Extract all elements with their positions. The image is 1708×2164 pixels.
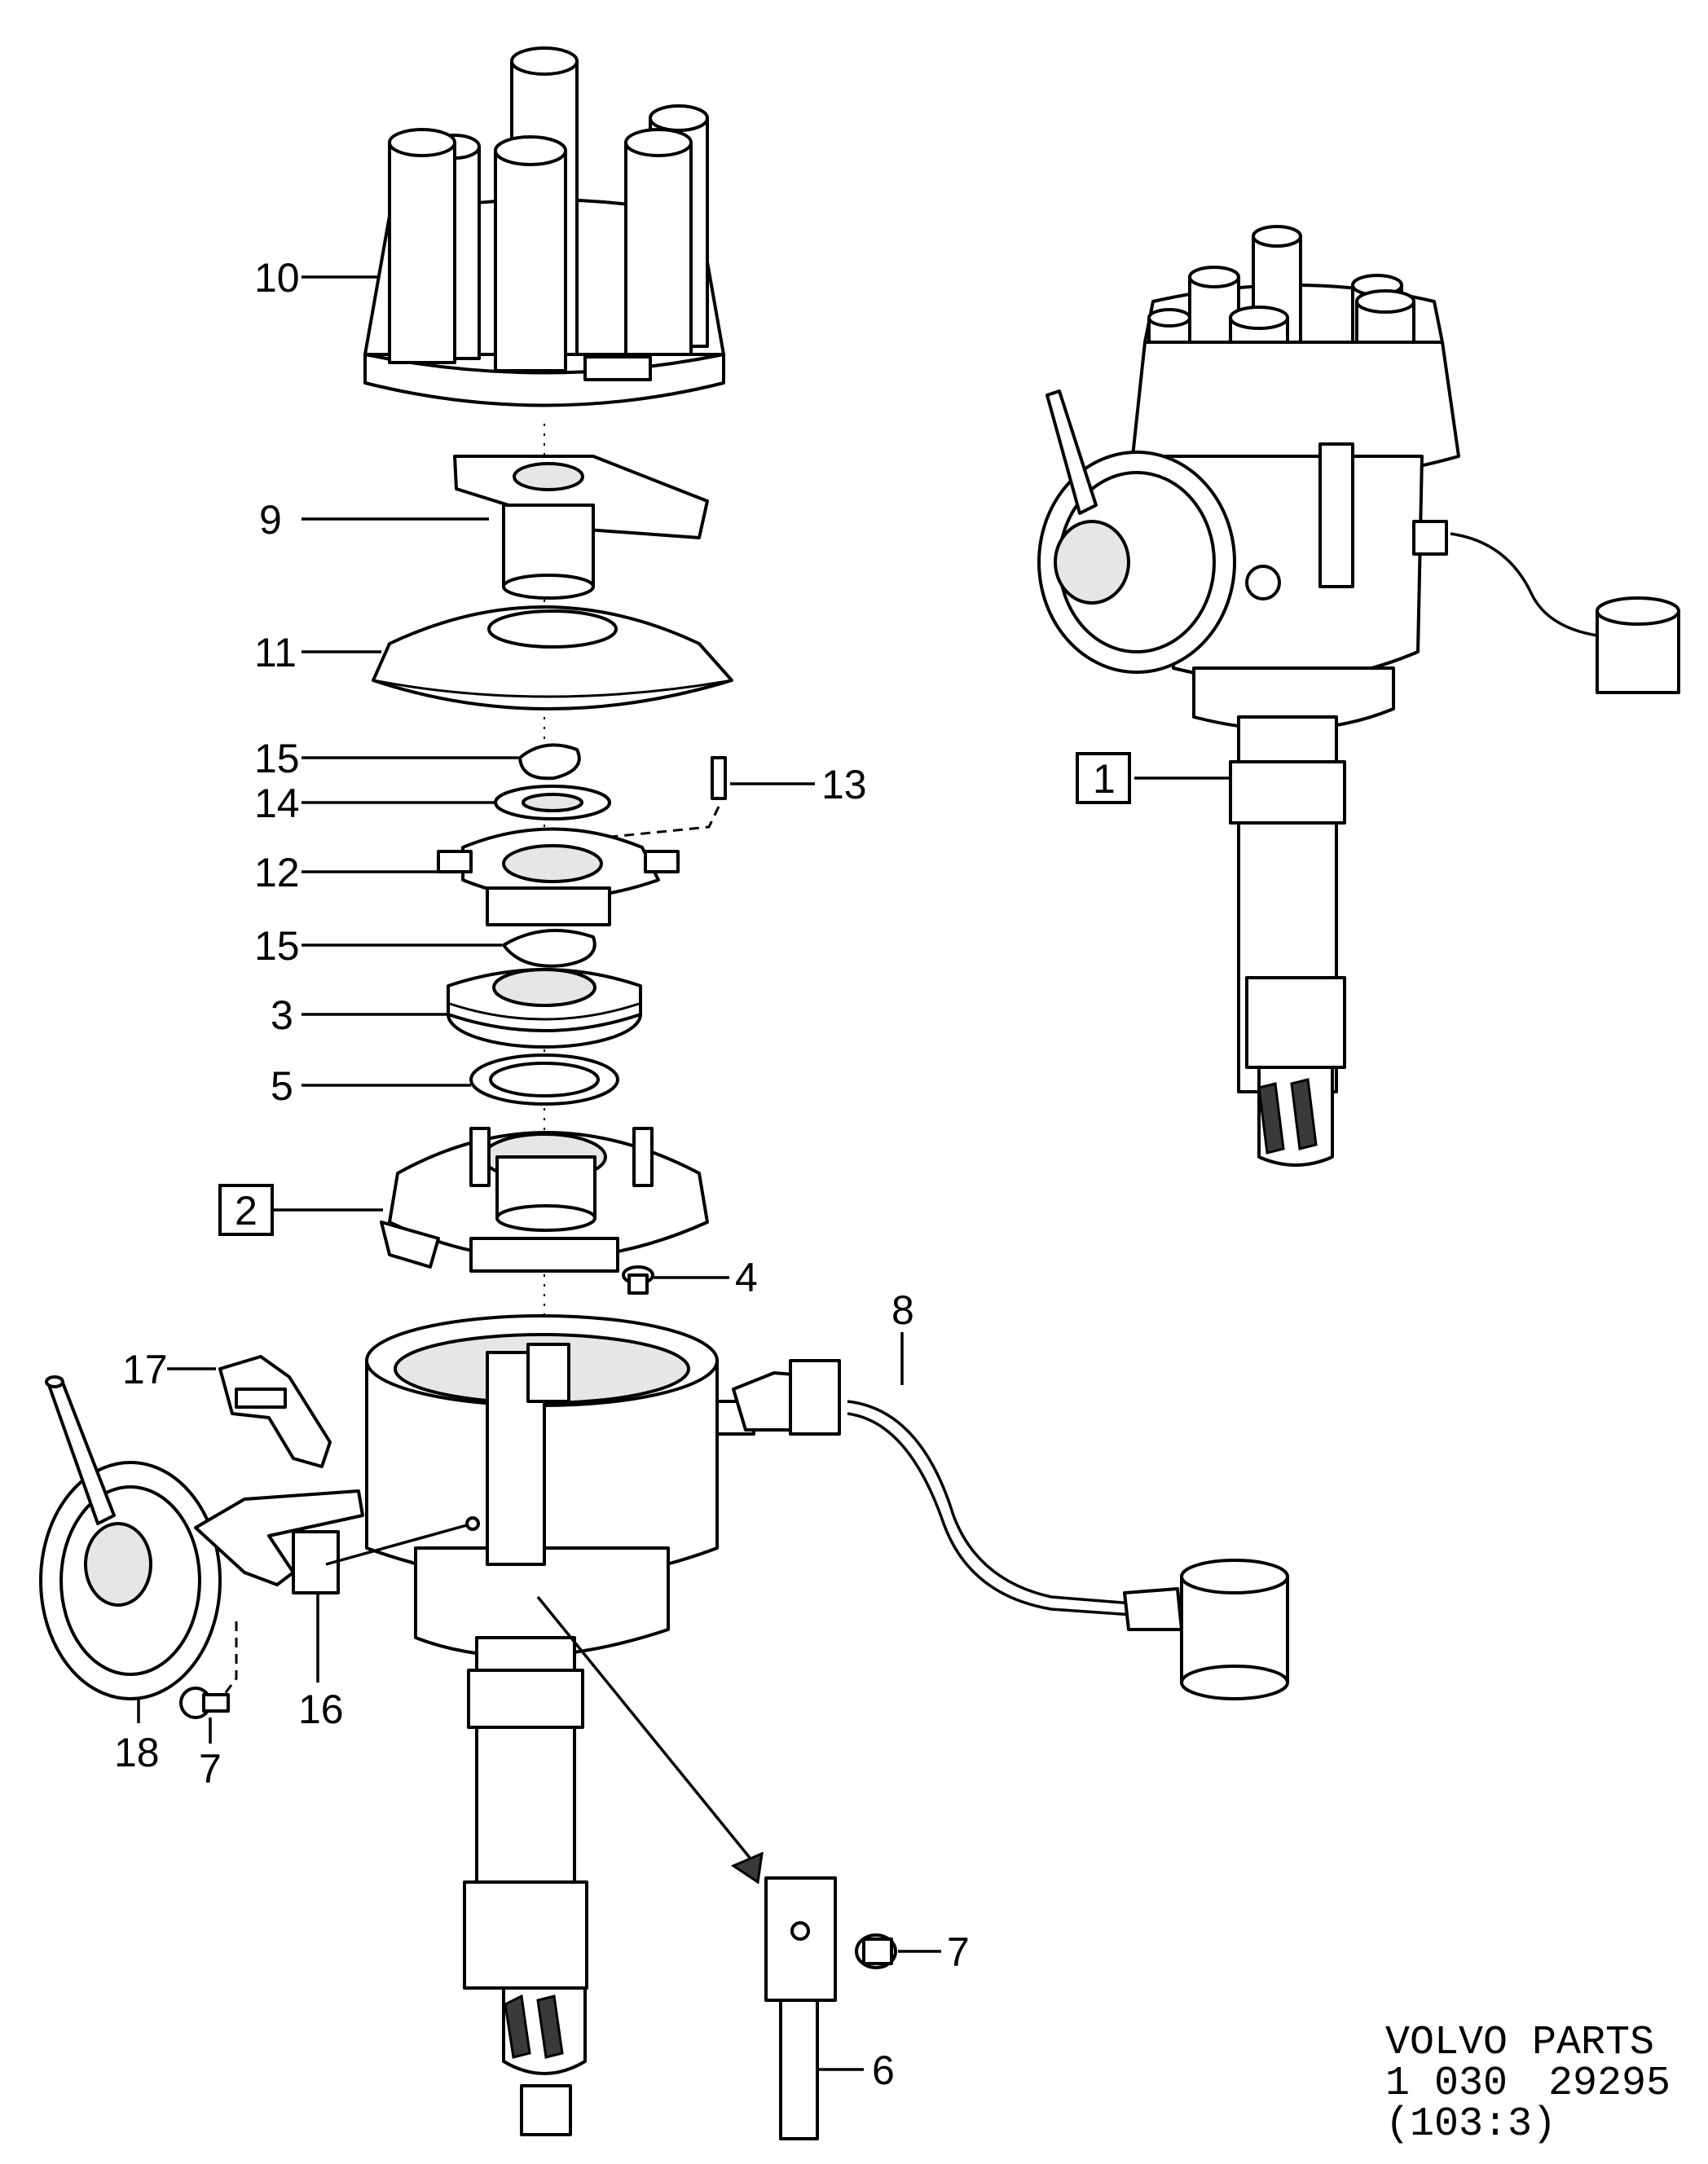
- callout-1: 1: [1093, 756, 1116, 802]
- callout-13: 13: [821, 762, 867, 807]
- vacuum-unit: [39, 1375, 222, 1700]
- circlip-upper: [518, 743, 581, 781]
- bearing: [447, 968, 642, 1049]
- callout-8: 8: [891, 1287, 914, 1333]
- lead-connector: [732, 1359, 1289, 1700]
- screw-7-right: [855, 1933, 897, 1969]
- footer-reference: VOLVO PARTS 1 030 29295 (103:3): [1385, 2020, 1671, 2148]
- washer: [494, 785, 611, 820]
- callout-box-2: [218, 1184, 274, 1236]
- footer-section: (103:3): [1385, 2101, 1556, 2148]
- callout-14: 14: [254, 781, 300, 826]
- callout-9: 9: [259, 497, 282, 543]
- callout-11: 11: [254, 630, 297, 675]
- callout-15-lower: 15: [254, 923, 300, 969]
- callout-4: 4: [735, 1255, 758, 1300]
- callout-10: 10: [254, 255, 300, 301]
- footer-brand: VOLVO PARTS: [1385, 2020, 1654, 2066]
- callout-6: 6: [872, 2047, 895, 2093]
- advance-plate: [380, 1127, 709, 1273]
- callout-12: 12: [254, 850, 300, 895]
- callout-2: 2: [235, 1188, 258, 1234]
- screw-4: [622, 1265, 654, 1295]
- callout-box-1: [1076, 752, 1131, 804]
- assembled-distributor: [1037, 225, 1680, 1167]
- callout-16: 16: [298, 1687, 344, 1732]
- breaker-plate: [437, 827, 680, 926]
- bracket: [536, 1595, 837, 2140]
- footer-code: 1 030: [1385, 2061, 1508, 2107]
- distributor-cap: [363, 46, 725, 407]
- dust-shield: [372, 605, 733, 710]
- callout-5: 5: [271, 1063, 293, 1109]
- callout-7-left: 7: [199, 1746, 222, 1792]
- screw-7-left: [179, 1621, 238, 1719]
- pin: [586, 756, 727, 841]
- footer-number: 29295: [1548, 2061, 1671, 2107]
- callout-3: 3: [271, 992, 293, 1038]
- distributor-housing: [365, 1314, 755, 2136]
- vacuum-link: [194, 1489, 480, 1594]
- circlip-lower: [502, 929, 596, 968]
- clip: [218, 1355, 332, 1468]
- rotor: [453, 455, 709, 600]
- callouts: 10 9 11 15 14 13 12 15 3 5 2 4 8 17 16 1…: [114, 255, 1131, 2093]
- callout-15-upper: 15: [254, 736, 300, 781]
- callout-7-right: 7: [947, 1929, 970, 1975]
- callout-18: 18: [114, 1730, 160, 1775]
- shim-ring: [469, 1053, 619, 1106]
- callout-17: 17: [122, 1347, 168, 1392]
- leader-lines: [137, 275, 1229, 2071]
